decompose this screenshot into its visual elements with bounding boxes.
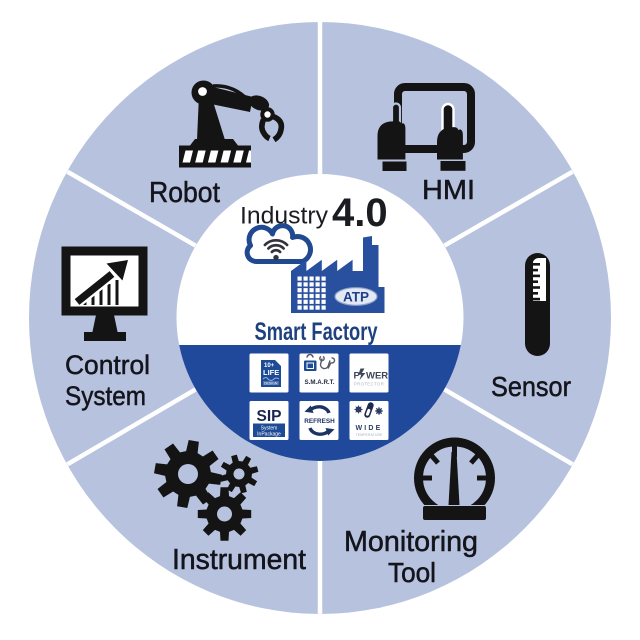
svg-text:LIFE: LIFE [263,368,279,377]
svg-text:ATP: ATP [343,290,369,305]
svg-text:S.M.A.R.T.: S.M.A.R.T. [305,379,335,386]
svg-text:PROTECTOR: PROTECTOR [354,382,384,387]
svg-text:Monitoring: Monitoring [344,526,478,558]
svg-text:P: P [354,371,361,382]
svg-text:Robot: Robot [149,177,220,209]
svg-text:InPackage: InPackage [257,432,281,438]
svg-text:REFRESH: REFRESH [304,418,335,425]
svg-text:System: System [261,426,278,432]
svg-text:Control: Control [65,350,150,380]
svg-text:Tool: Tool [388,557,436,588]
svg-text:Instrument: Instrument [172,544,306,576]
svg-text:DESIGN: DESIGN [264,382,278,386]
svg-text:WER: WER [366,371,388,382]
svg-text:System: System [65,381,146,411]
svg-text:Smart Factory: Smart Factory [255,318,378,346]
svg-text:Sensor: Sensor [491,371,571,402]
svg-text:TEMPERATURE: TEMPERATURE [356,433,383,437]
svg-text:4.0: 4.0 [332,191,388,235]
svg-text:HMI: HMI [422,174,475,205]
svg-text:WIDE: WIDE [355,425,382,432]
svg-text:SIP: SIP [257,408,282,425]
svg-text:10+: 10+ [264,363,275,369]
